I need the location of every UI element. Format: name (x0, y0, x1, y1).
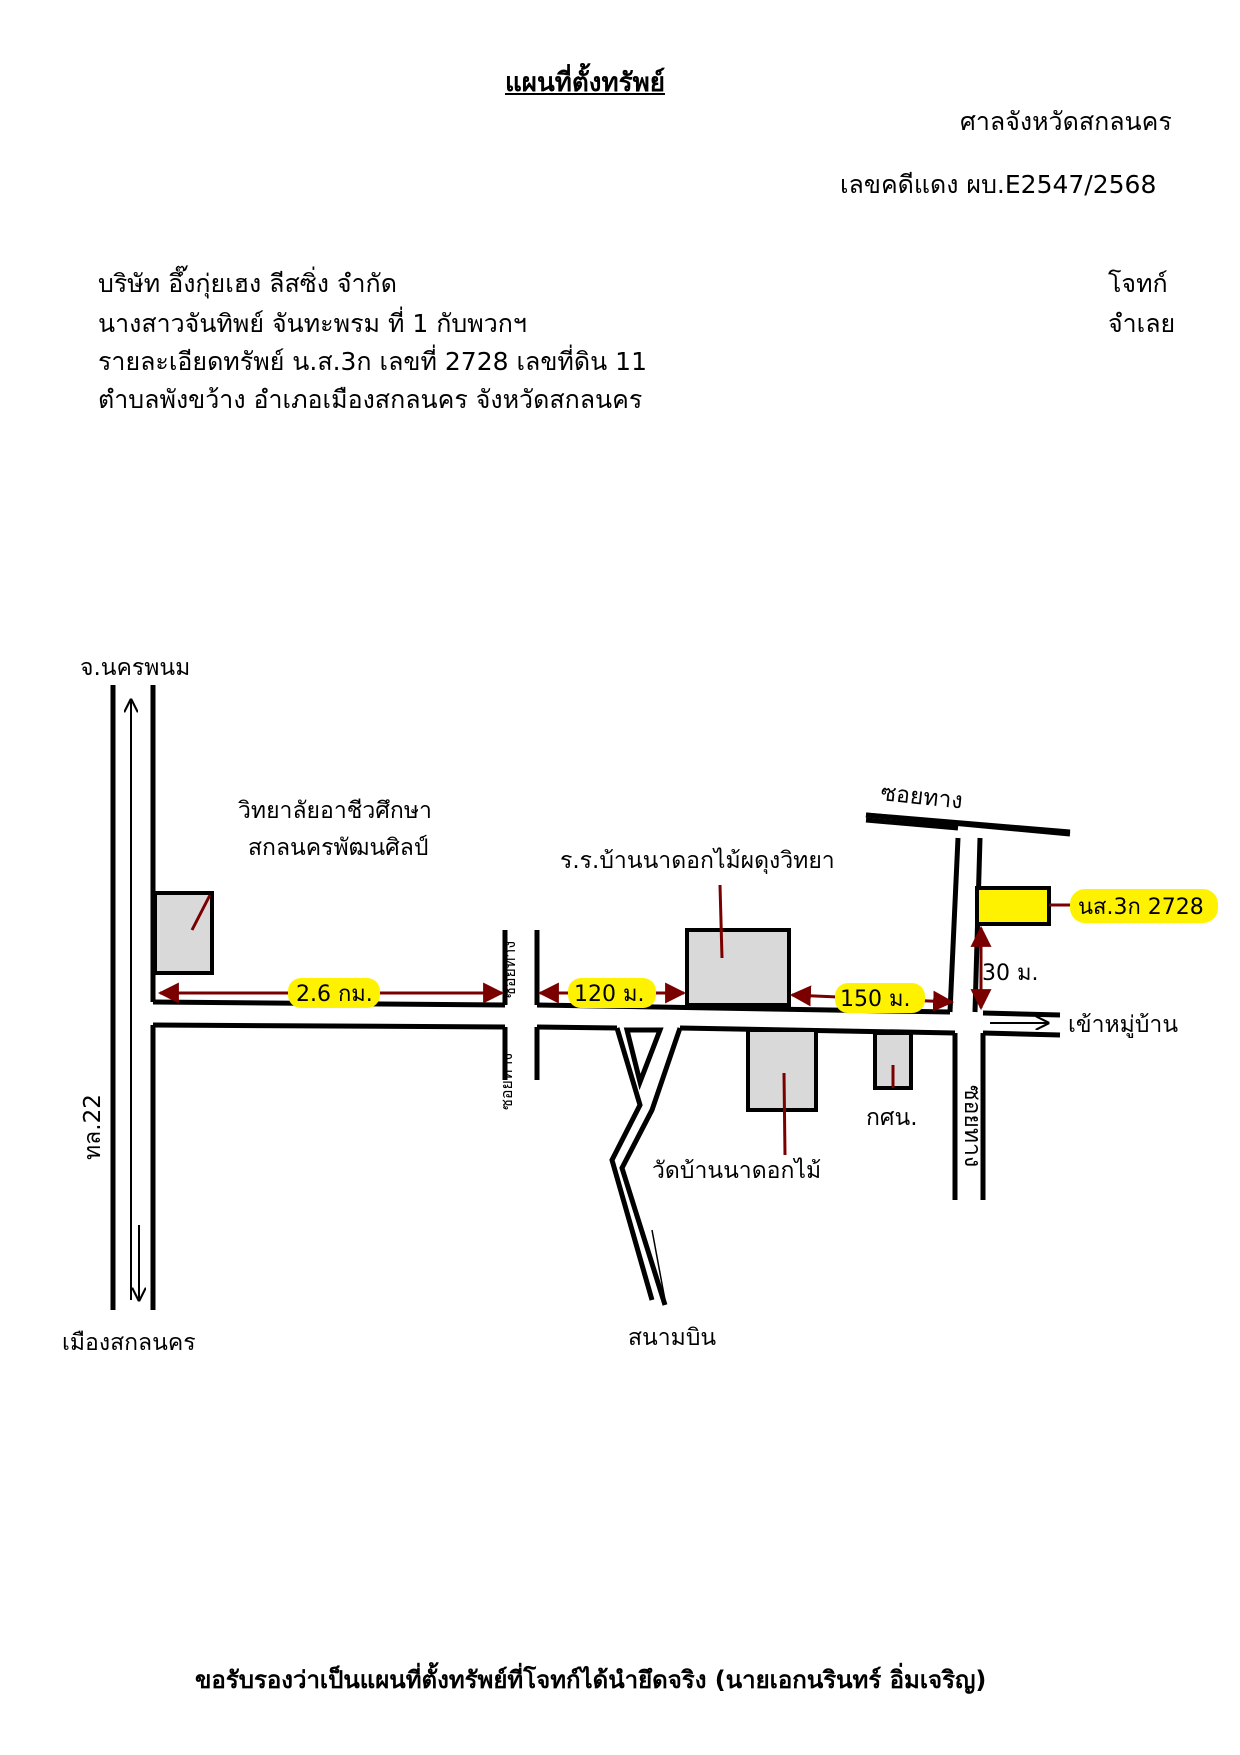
label-dist-3: 150 ม. (840, 987, 910, 1012)
south-soi (952, 1033, 986, 1200)
label-school: ร.ร.บ้านนาดอกไม้ผดุงวิทยา (560, 847, 835, 874)
label-plot: นส.3ก 2728 (1078, 895, 1204, 920)
label-dist-2: 120 ม. (574, 982, 644, 1007)
label-college-line2: สกลนครพัฒนศิลป์ (248, 834, 428, 861)
case-number: เลขคดีแดง ผบ.E2547/2568 (840, 170, 1157, 199)
highway-22 (110, 685, 156, 1310)
label-soi-tang-top: ซอยทาง (879, 780, 963, 814)
label-soi-tang-right: ซอยทาง (959, 1085, 985, 1167)
school-building (685, 928, 791, 1007)
airport-road (609, 1027, 683, 1306)
label-soi-tang-upper: ซอยทาง (500, 941, 519, 998)
label-soi-tang-lower: ซอยทาง (497, 1053, 516, 1110)
dist-2-highlight (568, 978, 656, 1008)
airport-arrow-icon (651, 1229, 666, 1301)
page-title: แผนที่ตั้งทรัพย์ (505, 68, 665, 98)
plot-parcel (975, 886, 1051, 926)
property-detail: รายละเอียดทรัพย์ น.ส.3ก เลขที่ 2728 เลขท… (98, 347, 647, 376)
temple-building (746, 1028, 818, 1112)
defendant-role: จำเลย (1108, 309, 1176, 338)
defendant-name: นางสาวจันทิพย์ จันทะพรม ที่ 1 กับพวกฯ (98, 309, 527, 338)
label-to-mueang-sakon: เมืองสกลนคร (62, 1330, 196, 1356)
label-dist-1: 2.6 กม. (296, 982, 373, 1007)
label-dist-4: 30 ม. (982, 961, 1038, 986)
dist-3-highlight (835, 983, 925, 1013)
label-college-line1: วิทยาลัยอาชีวศึกษา (238, 798, 432, 824)
plaintiff-role: โจทก์ (1108, 269, 1168, 298)
court-name: ศาลจังหวัดสกลนคร (960, 107, 1172, 136)
label-highway: ทล.22 (80, 1094, 106, 1160)
label-temple: วัดบ้านนาดอกไม้ (652, 1157, 821, 1184)
plot-label-highlight (1070, 889, 1218, 923)
label-airport: สนามบิน (628, 1325, 716, 1351)
property-location: ตำบลพังขว้าง อำเภอเมืองสกลนคร จังหวัดสกล… (98, 385, 643, 414)
label-to-nakhon-phanom: จ.นครพนม (80, 655, 190, 681)
dist-1-highlight (288, 978, 380, 1008)
certification-note: ขอรับรองว่าเป็นแผนที่ตั้งทรัพย์ที่โจทก์ไ… (195, 1666, 987, 1694)
label-to-village: เข้าหมู่บ้าน (1068, 1012, 1178, 1038)
plaintiff-name: บริษัท อึ๊งกุ่ยเฮง ลีสซิ่ง จำกัด (98, 269, 397, 298)
label-kor-sor-nor: กศน. (866, 1105, 918, 1131)
